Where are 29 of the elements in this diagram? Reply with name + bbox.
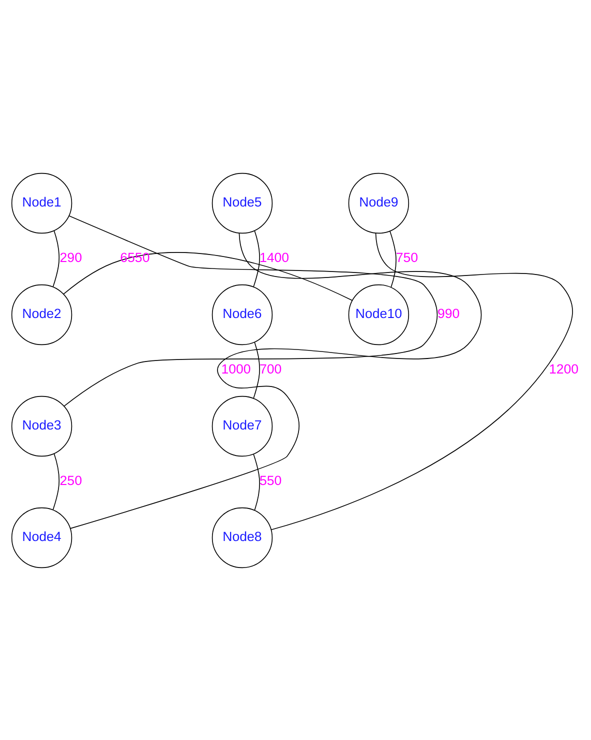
node-circle: Node6 xyxy=(212,284,273,345)
edge-label: 250 xyxy=(60,472,82,488)
node-circle: Node7 xyxy=(212,395,273,456)
node-circle: Node2 xyxy=(11,284,72,345)
node-circle: Node8 xyxy=(212,506,273,568)
edge-label: 550 xyxy=(259,472,282,488)
connector xyxy=(270,232,573,530)
connector xyxy=(64,215,438,406)
connector xyxy=(253,230,260,287)
node-circle: Node10 xyxy=(348,284,410,345)
edge-label: 990 xyxy=(437,305,460,320)
node-circle: Node5 xyxy=(212,172,273,234)
connector xyxy=(390,230,396,288)
connector xyxy=(52,452,60,510)
connector xyxy=(70,232,482,528)
connector xyxy=(63,252,353,300)
connector xyxy=(253,453,260,510)
edge-label: 1200 xyxy=(549,361,579,376)
connector xyxy=(253,341,260,398)
node-circle: Node3 xyxy=(11,395,72,456)
node-circle: Node4 xyxy=(11,506,72,568)
edge-label: 1000 xyxy=(221,361,251,376)
connector xyxy=(52,230,60,287)
edge-label: 290 xyxy=(60,250,82,265)
edge-label: 700 xyxy=(259,361,282,376)
edge-label: 750 xyxy=(396,250,418,265)
node-circle: Node1 xyxy=(11,172,72,234)
edge-label: 1400 xyxy=(259,250,290,265)
node-circle: Node9 xyxy=(348,172,410,234)
